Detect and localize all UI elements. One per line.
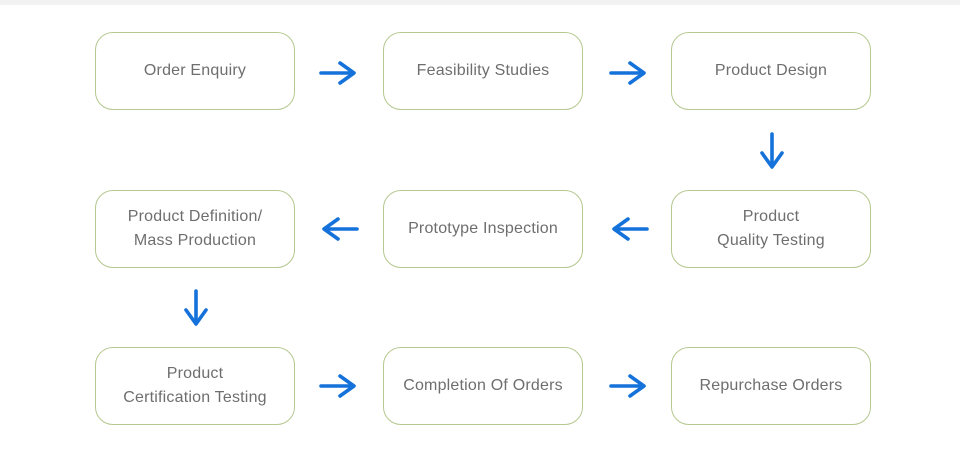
- arrow-left-icon: [322, 217, 359, 241]
- flow-node-repurchase-orders: Repurchase Orders: [671, 347, 871, 425]
- arrow-right-icon: [609, 374, 646, 398]
- arrow-right-icon: [609, 61, 646, 85]
- arrow-right-icon: [319, 374, 356, 398]
- top-divider: [0, 0, 960, 5]
- arrow-down-icon: [184, 289, 208, 326]
- flow-node-product-design: Product Design: [671, 32, 871, 110]
- flow-node-product-definition-mass-production: Product Definition/ Mass Production: [95, 190, 295, 268]
- arrow-left-icon: [612, 217, 649, 241]
- flow-node-product-quality-testing: Product Quality Testing: [671, 190, 871, 268]
- flow-node-product-certification-testing: Product Certification Testing: [95, 347, 295, 425]
- arrow-down-icon: [760, 132, 784, 169]
- flow-node-order-enquiry: Order Enquiry: [95, 32, 295, 110]
- flow-node-completion-of-orders: Completion Of Orders: [383, 347, 583, 425]
- flow-node-prototype-inspection: Prototype Inspection: [383, 190, 583, 268]
- arrow-right-icon: [319, 61, 356, 85]
- flow-node-feasibility-studies: Feasibility Studies: [383, 32, 583, 110]
